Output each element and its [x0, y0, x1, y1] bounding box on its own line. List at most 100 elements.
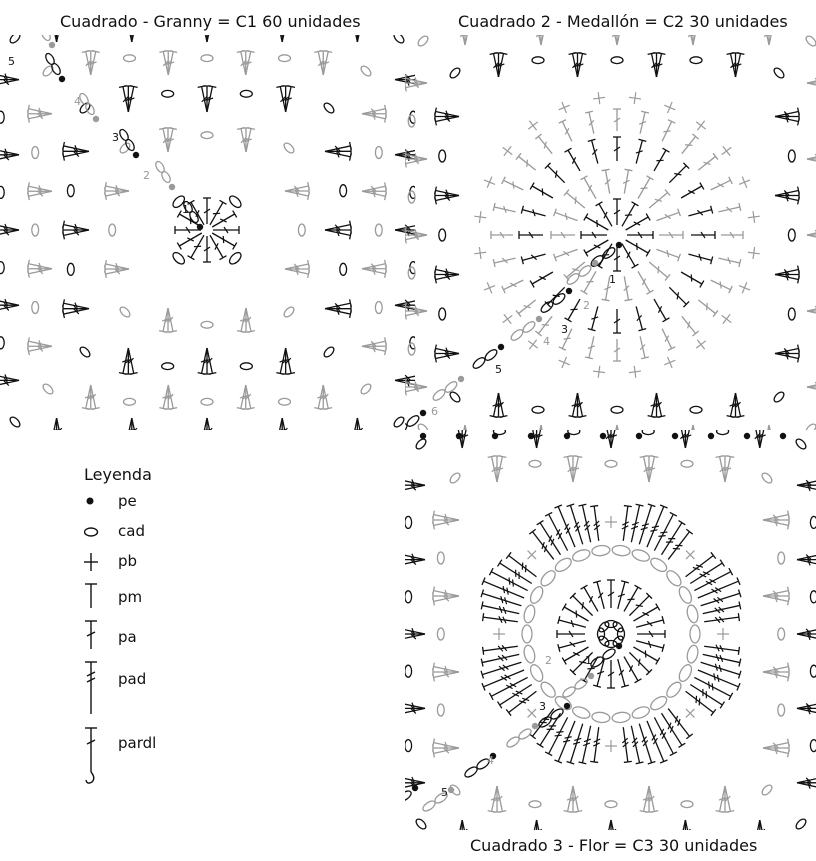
- treble-crochet-icon: [84, 658, 106, 724]
- chain-stitch: [539, 300, 554, 315]
- chain-stitch: [109, 224, 116, 236]
- double-crochet-stitch: [620, 169, 632, 194]
- treble-stitch: [590, 727, 602, 763]
- round-number: 4: [74, 95, 81, 108]
- double-crochet-stitch: [687, 250, 712, 264]
- chain-stitch: [686, 644, 700, 664]
- slip-stitch-dot-icon: [84, 488, 106, 518]
- single-crochet-stitch: [592, 365, 605, 378]
- chain-stitch: [690, 57, 702, 64]
- slip-stitch-dot: [592, 260, 598, 266]
- double-crochet-stitch: [659, 327, 676, 350]
- double-crochet-stitch: [632, 644, 660, 665]
- chain-stitch: [804, 422, 816, 430]
- chain-stitch: [529, 801, 541, 808]
- chain-stitch: [690, 625, 700, 643]
- chain-stitch: [44, 52, 56, 66]
- double-crochet-stitch: [632, 604, 660, 625]
- chain-stitch: [201, 398, 213, 405]
- chain-stitch: [437, 704, 444, 716]
- single-crochet-stitch: [556, 355, 572, 371]
- treble-stitch: [489, 568, 529, 594]
- chain-stitch: [118, 141, 131, 154]
- treble-stitch: [537, 521, 564, 557]
- double-crochet-stitch: [602, 169, 614, 194]
- slip-stitch-dot: [169, 184, 175, 190]
- double-crochet-stitch: [273, 35, 286, 43]
- single-crochet-stitch: [718, 311, 735, 328]
- chain-stitch: [431, 388, 446, 403]
- double-crochet-stitch: [679, 183, 704, 202]
- slip-stitch-dot: [448, 787, 454, 793]
- double-crochet-stitch: [635, 176, 654, 201]
- chain-stitch: [340, 185, 347, 197]
- treble-stitch: [693, 674, 733, 700]
- round-number: 2: [545, 654, 552, 667]
- chain-stitch: [591, 711, 610, 723]
- chain-stitch: [810, 591, 816, 603]
- slip-stitch-dot: [564, 433, 570, 439]
- double-crochet-stitch: [709, 177, 732, 194]
- legend-label: pb: [118, 552, 137, 570]
- double-crochet-stitch: [647, 190, 671, 212]
- chain-stitch: [677, 663, 694, 684]
- chain-stitch: [201, 132, 213, 139]
- double-crochet-stitch: [581, 269, 600, 294]
- medallion-square-chart: 123456: [405, 35, 816, 430]
- double-crochet-stitch: [558, 637, 587, 652]
- chain-stitch: [154, 160, 166, 174]
- round-number: 1: [182, 203, 189, 216]
- chain-stitch: [522, 625, 532, 643]
- round-number: 6: [431, 405, 438, 418]
- double-crochet-stitch: [353, 35, 366, 43]
- chain-stitch: [538, 568, 557, 588]
- legend-item-pardl: pardl: [84, 724, 284, 790]
- slip-stitch-dot: [492, 433, 498, 439]
- chain-stitch: [522, 644, 536, 664]
- double-crochet-stitch: [565, 148, 584, 173]
- chain-stitch: [772, 390, 785, 403]
- chain-stitch: [681, 460, 693, 467]
- round-number: 3: [561, 323, 568, 336]
- single-crochet-stitch: [499, 143, 516, 160]
- slip-stitch-dot: [588, 673, 594, 679]
- chain-stitch: [804, 35, 816, 48]
- round-number: 4: [487, 754, 494, 767]
- chain-stitch: [408, 267, 415, 279]
- double-crochet-stitch: [545, 163, 568, 186]
- single-crochet-stitch: [747, 246, 760, 259]
- granny-square-title: Cuadrado - Granny = C1 60 unidades: [60, 12, 361, 31]
- double-crochet-stitch: [620, 276, 632, 301]
- legend-item-cad: cad: [84, 518, 284, 548]
- treble-stitch: [619, 506, 631, 542]
- treble-stitch: [658, 521, 685, 557]
- chain-stitch: [322, 101, 335, 114]
- legend-label: pa: [118, 628, 137, 646]
- double-crochet-stitch: [564, 190, 588, 212]
- double-crochet-stitch: [558, 616, 587, 631]
- legend: Leyenda pe cad pb pm pa: [84, 465, 284, 790]
- single-crochet-stitch: [628, 91, 641, 104]
- double-crochet-stitch: [203, 236, 211, 262]
- slip-stitch-dot: [532, 723, 538, 729]
- double-crochet-stitch: [207, 200, 227, 227]
- chain-stitch: [322, 345, 335, 358]
- double-crochet-stitch: [491, 231, 513, 239]
- double-crochet-stitch: [588, 139, 602, 164]
- chain-stitch: [437, 552, 444, 564]
- double-crochet-stitch: [564, 259, 588, 281]
- double-crochet-stitch: [521, 250, 546, 264]
- chain-stitch: [0, 186, 4, 198]
- double-crochet-stitch: [666, 163, 689, 186]
- treble-stitch: [482, 577, 526, 601]
- chain-stitch: [717, 430, 729, 435]
- legend-item-pe: pe: [84, 488, 284, 518]
- treble-stitch: [688, 681, 724, 708]
- double-crochet-stitch: [613, 137, 621, 161]
- legend-label: pe: [118, 492, 137, 510]
- single-crochet-stitch: [523, 705, 540, 722]
- slip-stitch-dot: [708, 433, 714, 439]
- single-crochet-stitch: [525, 117, 542, 134]
- chain-stitch: [648, 556, 668, 574]
- chain-stitch: [664, 680, 683, 700]
